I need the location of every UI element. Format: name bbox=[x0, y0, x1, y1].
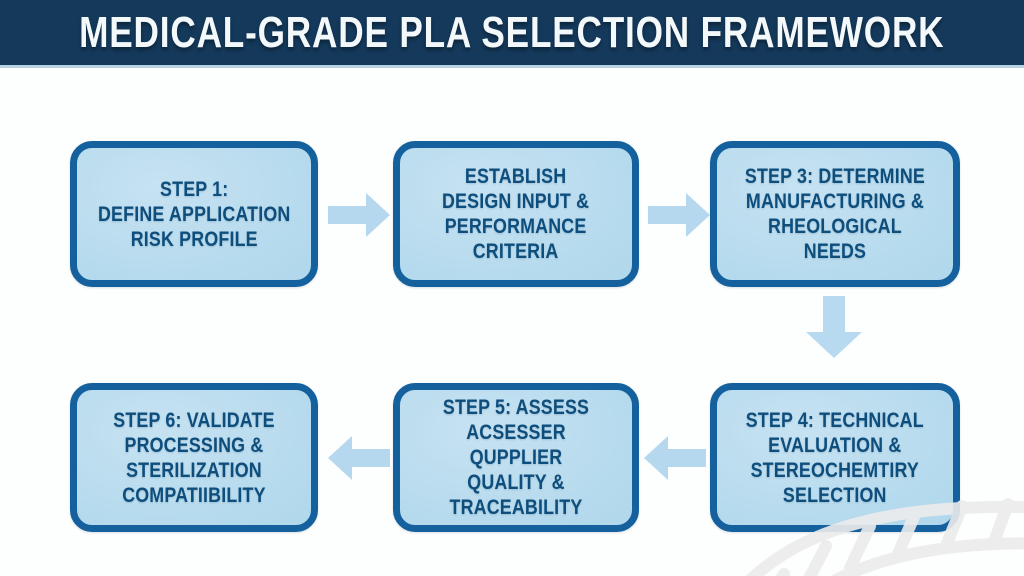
step-5-box: STEP 5: ASSESS ACSESSER QUPPLIER QUALITY… bbox=[393, 383, 639, 532]
step-1-box: STEP 1: DEFINE APPLICATION RISK PROFILE bbox=[70, 141, 318, 287]
arrow-left-icon bbox=[644, 436, 706, 480]
step-6-box: STEP 6: VALIDATE PROCESSING & STERILIZAT… bbox=[70, 383, 318, 532]
step-3-box: STEP 3: DETERMINE MANUFACTURING & RHEOLO… bbox=[710, 141, 960, 287]
step-6-label: STEP 6: VALIDATE PROCESSING & STERILIZAT… bbox=[113, 408, 275, 507]
step-3-label: STEP 3: DETERMINE MANUFACTURING & RHEOLO… bbox=[744, 165, 926, 263]
page-title: MEDICAL-GRADE PLA SELECTION FRAMEWORK bbox=[79, 7, 945, 57]
title-banner: MEDICAL-GRADE PLA SELECTION FRAMEWORK bbox=[0, 0, 1024, 68]
arrow-right-icon bbox=[648, 193, 710, 237]
step-2-label: ESTABLISH DESIGN INPUT & PERFORMANCE CRI… bbox=[442, 165, 590, 263]
step-5-label: STEP 5: ASSESS ACSESSER QUPPLIER QUALITY… bbox=[442, 396, 590, 519]
arrow-right-icon bbox=[328, 193, 390, 237]
step-4-label: STEP 4: TECHNICAL EVALUATION & STEREOCHE… bbox=[745, 408, 925, 507]
step-1-label: STEP 1: DEFINE APPLICATION RISK PROFILE bbox=[97, 177, 291, 251]
arrow-left-icon bbox=[328, 436, 390, 480]
arrow-down-icon bbox=[806, 296, 862, 358]
step-4-box: STEP 4: TECHNICAL EVALUATION & STEREOCHE… bbox=[710, 383, 960, 532]
step-2-box: ESTABLISH DESIGN INPUT & PERFORMANCE CRI… bbox=[393, 141, 639, 287]
